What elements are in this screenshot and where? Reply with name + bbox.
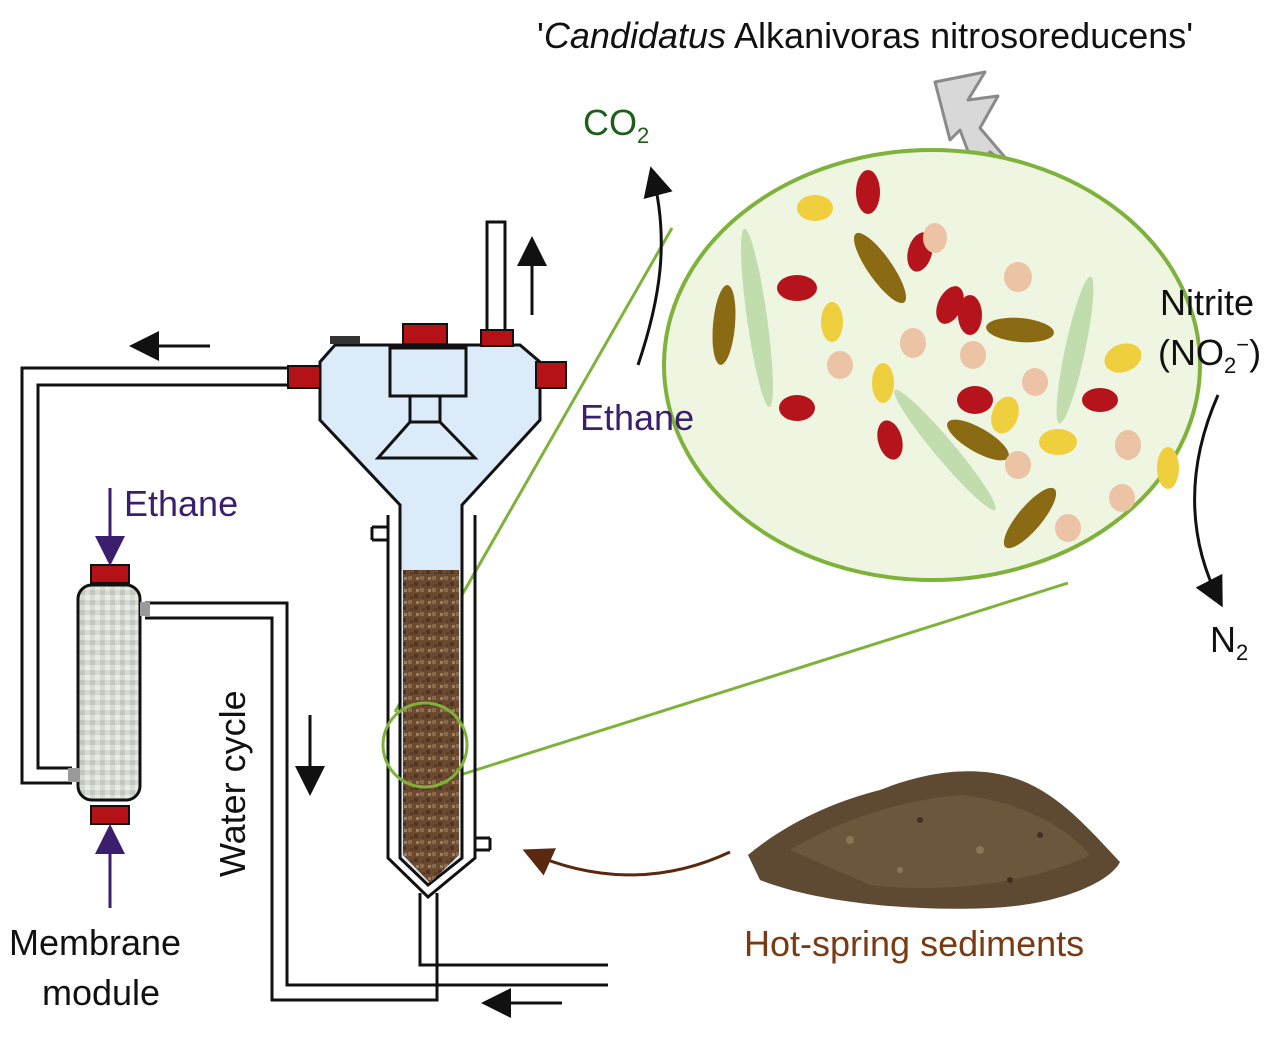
organism-name: Alkanivoras nitrosoreducens <box>734 15 1187 56</box>
magnifier-circle <box>381 701 469 789</box>
cell-olive <box>947 419 1009 461</box>
water-cycle-label: Water cycle <box>212 690 253 877</box>
cell-yellow <box>797 195 833 221</box>
cell-pink <box>1022 368 1048 396</box>
magnified-view <box>662 148 1202 582</box>
nitrite-superscript: − <box>1236 332 1250 357</box>
membrane-label-line2: module <box>42 972 161 1013</box>
cell-rod <box>894 389 996 511</box>
reactor <box>287 323 567 900</box>
cell-red <box>958 295 982 335</box>
n2-subscript: 2 <box>1236 640 1249 666</box>
membrane-cap-bottom <box>90 805 130 825</box>
side-cap-right <box>535 361 567 389</box>
reactor-cap-top <box>402 323 448 345</box>
nitrite-label: Nitrite <box>1160 282 1255 323</box>
nitrite-formula-open: (NO <box>1158 332 1224 373</box>
membrane-label-line1: Membrane <box>9 922 182 963</box>
co2-text: CO <box>583 102 637 143</box>
cell-pink <box>900 328 926 358</box>
cell-yellow <box>821 302 843 342</box>
membrane-body <box>76 583 142 802</box>
cell-yellow <box>872 363 894 403</box>
cell-pink <box>1055 514 1081 542</box>
top-port <box>330 336 360 344</box>
magnified-ellipse <box>662 148 1202 582</box>
n2-label: N2 <box>1210 622 1248 664</box>
cell-red <box>856 170 880 214</box>
nitrite-subscript: 2 <box>1224 353 1237 379</box>
cell-red <box>936 286 964 324</box>
ethane-reactor-label: Ethane <box>580 397 695 438</box>
zoom-line-lower <box>459 581 1069 777</box>
outlet-cap <box>480 329 514 347</box>
cell-pink <box>1005 451 1031 479</box>
reactor-jacket <box>386 515 477 900</box>
cell-yellow <box>1104 343 1142 373</box>
cell-rod <box>1056 276 1094 424</box>
cell-pink <box>1004 262 1032 292</box>
cell-pink <box>960 341 986 369</box>
organism-label: 'Candidatus Alkanivoras nitrosoreducens' <box>537 15 1194 56</box>
hot-spring-label: Hot-spring sediments <box>744 923 1085 964</box>
cell-yellow <box>991 396 1019 434</box>
cell-olive <box>853 232 907 304</box>
reactor-cone <box>403 855 459 883</box>
inoculation-arrow <box>522 848 731 877</box>
cell-pink <box>1115 430 1141 460</box>
n2-text: N <box>1210 619 1236 660</box>
organism-italic: Candidatus <box>543 15 727 56</box>
cell-olive <box>986 317 1054 343</box>
co2-label: CO2 <box>583 105 649 147</box>
outlet-pipe <box>485 220 507 334</box>
n2-arrow <box>1193 394 1223 608</box>
nitrite-formula: (NO2−) <box>1158 334 1261 377</box>
gas-separator <box>388 346 468 398</box>
sediment-pile <box>748 771 1120 909</box>
co2-subscript: 2 <box>637 123 650 149</box>
cell-pink <box>827 351 853 379</box>
cell-red <box>957 386 993 414</box>
ethane-membrane-label: Ethane <box>124 483 239 524</box>
cell-olive <box>1003 487 1057 549</box>
cell-red <box>777 275 817 301</box>
cell-pink <box>923 223 947 253</box>
nitrite-formula-close: ) <box>1249 332 1262 373</box>
cell-yellow <box>1039 429 1077 455</box>
cell-red <box>1082 388 1118 412</box>
cell-yellow <box>1157 447 1179 489</box>
side-cap-left <box>287 365 321 389</box>
cell-red <box>779 395 815 421</box>
cell-rod <box>741 228 773 408</box>
membrane-cap-top <box>90 564 130 584</box>
water-loop <box>20 366 608 1002</box>
cell-pink <box>1109 484 1135 512</box>
co2-arrow <box>636 166 673 366</box>
cell-olive <box>712 285 736 365</box>
membrane-module <box>68 564 150 825</box>
cell-red <box>877 420 903 460</box>
